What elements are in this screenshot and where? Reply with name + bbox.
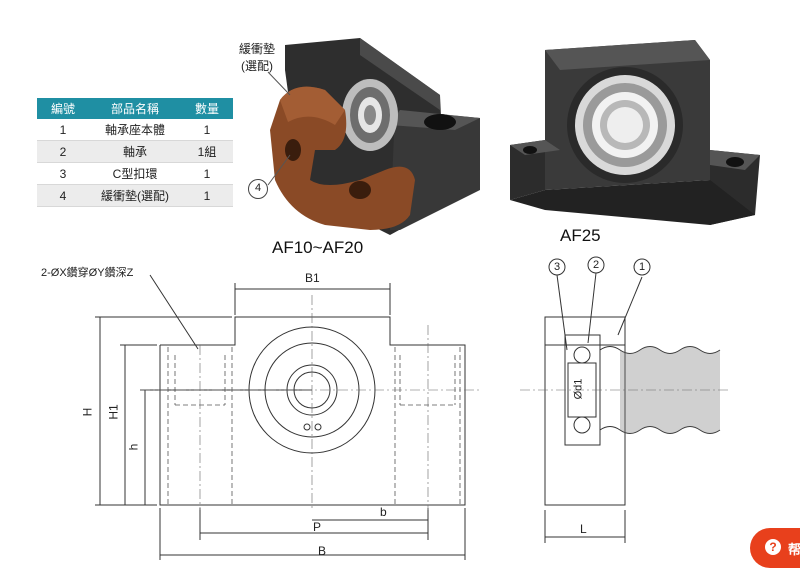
dim-label-B: B xyxy=(318,544,327,558)
part4-balloon-number: 4 xyxy=(255,182,262,194)
hole-spec-note: 2-ØX鑽穿ØY鑽深Z xyxy=(41,267,134,279)
parts-table-header: 編號 部品名稱 數量 xyxy=(37,98,233,119)
side-view-drawing xyxy=(520,256,730,543)
parts-table: 編號 部品名稱 數量 1 軸承座本體 1 2 軸承 1組 3 C型扣環 1 4 … xyxy=(37,98,233,207)
table-cell: 1 xyxy=(181,119,233,141)
table-row: 4 緩衝墊(選配) 1 xyxy=(37,184,233,207)
dim-label-H: H xyxy=(80,407,95,417)
table-row: 1 軸承座本體 1 xyxy=(37,119,233,141)
dim-label-H1: H1 xyxy=(106,404,121,420)
table-row: 3 C型扣環 1 xyxy=(37,162,233,185)
dim-label-h: h xyxy=(126,443,141,451)
help-button[interactable]: ? 帮 xyxy=(750,528,800,568)
dim-label-b: b xyxy=(380,505,387,519)
table-cell: 緩衝墊(選配) xyxy=(89,184,181,207)
col-header-number: 編號 xyxy=(37,98,89,119)
side-balloon-3-number: 3 xyxy=(554,261,561,273)
af10-af20-render xyxy=(270,38,480,235)
table-cell: 1 xyxy=(181,162,233,185)
question-icon: ? xyxy=(765,539,781,555)
model-label-af10-af20: AF10~AF20 xyxy=(272,238,364,257)
table-cell: 1 xyxy=(181,184,233,207)
col-header-part-name: 部品名稱 xyxy=(89,98,181,119)
table-cell: 1 xyxy=(37,119,89,141)
table-cell: 3 xyxy=(37,162,89,185)
table-cell: 2 xyxy=(37,140,89,163)
table-cell: 軸承座本體 xyxy=(89,119,181,141)
side-balloon-1-number: 1 xyxy=(639,261,646,273)
callout-leaders xyxy=(267,71,291,186)
help-button-label: 帮 xyxy=(788,542,800,557)
table-cell: 1組 xyxy=(181,140,233,163)
model-label-af25: AF25 xyxy=(560,226,601,245)
col-header-quantity: 數量 xyxy=(181,98,233,119)
table-cell: 4 xyxy=(37,184,89,207)
dim-label-P: P xyxy=(313,520,322,534)
front-view-drawing xyxy=(95,274,480,560)
cushion-callout-label-line2: (選配) xyxy=(241,59,273,73)
table-cell: C型扣環 xyxy=(89,162,181,185)
dim-label-L: L xyxy=(580,522,587,536)
dim-label-B1: B1 xyxy=(305,271,320,285)
table-row: 2 軸承 1組 xyxy=(37,140,233,163)
af25-render xyxy=(510,40,760,225)
part4-balloon xyxy=(248,179,268,199)
table-cell: 軸承 xyxy=(89,140,181,163)
side-balloon-2-number: 2 xyxy=(593,259,600,271)
cushion-callout-label-line1: 緩衝墊 xyxy=(239,42,276,56)
dim-label-d1: Ød1 xyxy=(572,378,585,400)
